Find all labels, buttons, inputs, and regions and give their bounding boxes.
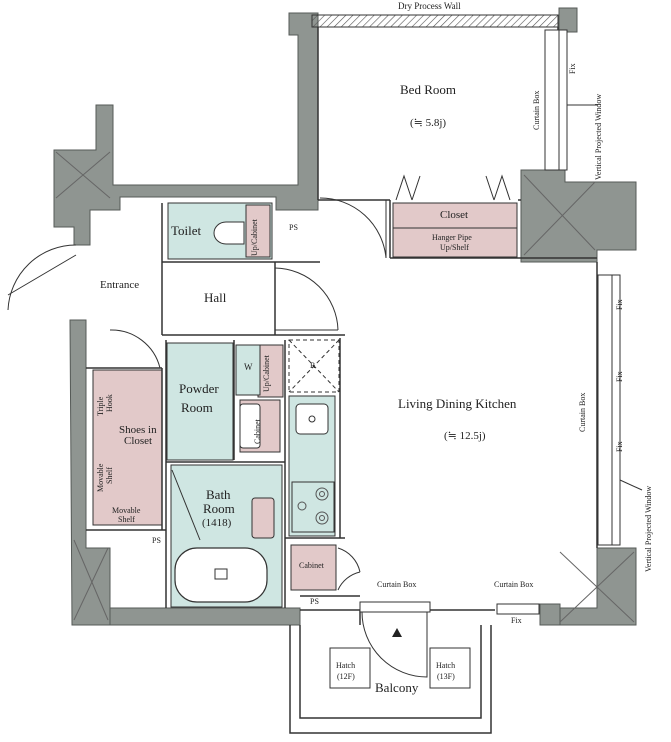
bed-room-label: Bed Room (400, 82, 456, 97)
vertical-window-ldk-line1: Vertical Projected Window (644, 485, 653, 572)
fix-ldk-3: Fix (615, 441, 624, 452)
bath-basin (251, 497, 275, 539)
bath-room-label-3: (1418) (202, 517, 232, 529)
hatch-12f-label: Hatch (336, 661, 356, 670)
balcony-door (361, 611, 428, 678)
triple-hook-label-1: Triple (96, 396, 105, 416)
vertical-window-bedroom-line1: Vertical Projected Window (594, 93, 603, 180)
refrigerator-label: R (310, 361, 316, 370)
bath-room-label-1: Bath (206, 487, 231, 502)
shoes-closet (92, 369, 163, 526)
powder-room-label-2: Room (181, 400, 213, 415)
interior-lines (86, 27, 598, 625)
washer-space (235, 344, 261, 396)
movable-shelf-vertical-1: Movable (96, 463, 105, 492)
right-corner-wall-upper (520, 169, 637, 263)
balcony-label: Balcony (375, 680, 419, 695)
burners (297, 487, 329, 525)
dry-process-wall (311, 14, 559, 28)
curtain-box-balcony-left: Curtain Box (377, 580, 417, 589)
bed-room-size-label: (≒ 5.8j) (410, 117, 447, 129)
upper-left-wall (53, 12, 319, 246)
ps-toilet-label: PS (289, 223, 298, 232)
entrance-door (7, 244, 77, 311)
closet-doors (393, 174, 517, 229)
bath-room-label-2: Room (203, 501, 235, 516)
dry-process-wall-label: Dry Process Wall (398, 1, 461, 11)
curtain-box-bedroom-label: Curtain Box (532, 90, 541, 130)
refrigerator-space (288, 339, 340, 393)
ldk-label: Living Dining Kitchen (398, 396, 517, 411)
hatch-13f-floor: (13F) (437, 672, 455, 681)
bedroom-closet (392, 202, 518, 258)
left-outer-wall (69, 319, 111, 626)
entrance-label: Entrance (100, 279, 140, 291)
window-frames (359, 29, 621, 615)
hall-door (274, 267, 339, 331)
cabinet-living (290, 544, 337, 591)
cabinet-powder-label: Cabinet (253, 419, 262, 444)
movable-shelf-label-1: Movable (112, 506, 141, 515)
shoes-door (109, 329, 161, 369)
hatch-12f-floor: (12F) (337, 672, 355, 681)
ps-bath-label: PS (152, 536, 161, 545)
toilet-fixture (213, 221, 245, 245)
toilet-label: Toilet (171, 223, 202, 238)
door-swings (7, 197, 428, 678)
fix-bedroom-label: Fix (568, 63, 577, 74)
bottom-left-wall (109, 607, 301, 626)
bath-door (171, 469, 201, 541)
leader-lines (567, 104, 643, 491)
fix-balcony: Fix (511, 616, 522, 625)
movable-shelf-label-2: Shelf (118, 515, 135, 524)
closet-label: Closet (440, 209, 469, 221)
powder-room-floor (166, 342, 234, 461)
hatch-13f-box (429, 647, 471, 689)
structural-walls (53, 7, 637, 626)
bath-drain (214, 568, 228, 580)
hanger-pipe-label: Hanger Pipe (432, 233, 472, 242)
ps-bottom-label: PS (310, 597, 319, 606)
curtain-box-ldk-label: Curtain Box (578, 392, 587, 432)
right-corner-wall-lower (554, 547, 637, 626)
curtain-box-balcony-right: Curtain Box (494, 580, 534, 589)
washer-label: W (244, 362, 253, 372)
hall-label: Hall (204, 290, 227, 305)
up-cabinet-toilet (245, 204, 271, 258)
up-shelf-label: Up/Shelf (440, 243, 469, 252)
up-cabinet-powder-label: Up/Cabinet (262, 355, 271, 392)
fix-ldk-2: Fix (615, 371, 624, 382)
powder-room-label-1: Powder (179, 381, 219, 396)
closet-fills (92, 202, 518, 591)
bedroom-door (319, 197, 387, 259)
cabinet-living-label: Cabinet (299, 561, 324, 570)
bathtub (174, 547, 268, 603)
powder-basin (239, 403, 261, 449)
hatch-12f-box (329, 647, 371, 689)
fix-ldk-1: Fix (615, 299, 624, 310)
ldk-size-label: (≒ 12.5j) (444, 430, 486, 442)
kitchen-sink (295, 403, 329, 435)
hatch-13f-label: Hatch (436, 661, 456, 670)
movable-shelf-vertical-2: Shelf (105, 467, 114, 484)
balcony-arrow (392, 628, 402, 637)
pillar-diagonals (55, 151, 635, 623)
bottom-right-wall (539, 603, 561, 626)
triple-hook-label-2: Hook (105, 394, 114, 412)
balcony-outline (289, 625, 492, 734)
shoes-closet-label-2: Closet (124, 435, 153, 447)
bedroom-right-pillar (558, 7, 578, 33)
up-cabinet-toilet-label: Up/Cabinet (250, 219, 259, 256)
sink-drain (308, 415, 316, 423)
shoes-closet-label-1: Shoes in (119, 424, 157, 436)
cabinet-door (337, 547, 361, 591)
